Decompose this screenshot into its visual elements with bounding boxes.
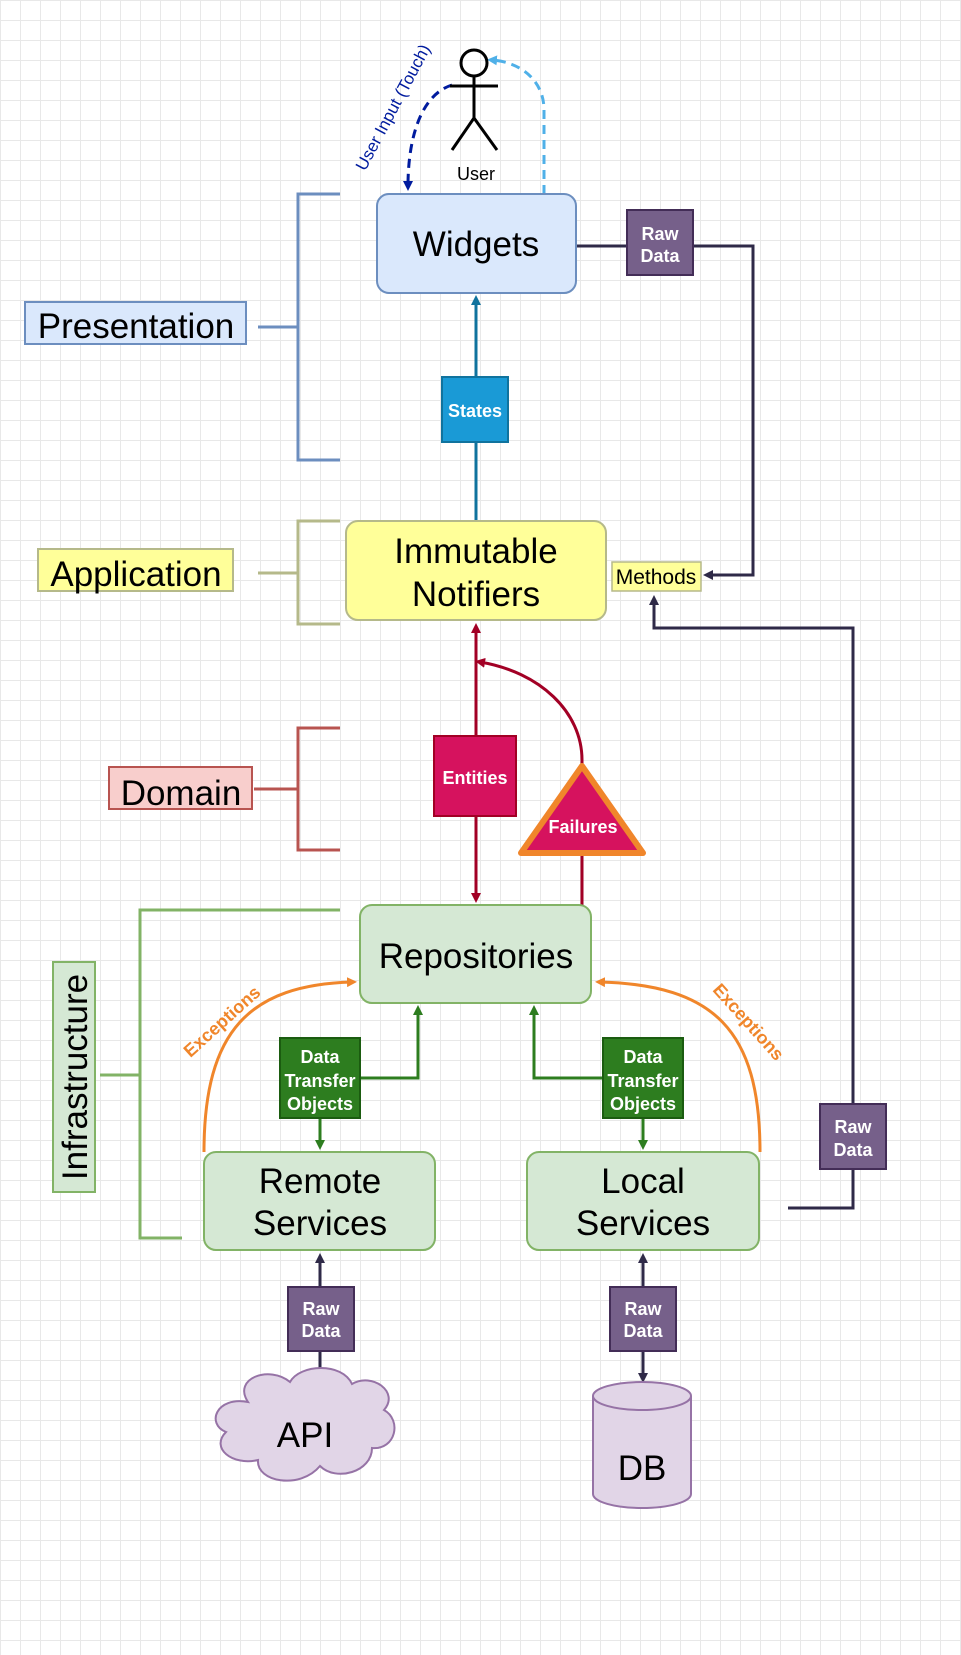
dto-label-line3: Objects xyxy=(287,1094,353,1114)
remote-services-label-line2: Services xyxy=(253,1204,387,1243)
application-label-text: Application xyxy=(50,555,221,594)
dto-label-line2: Transfer xyxy=(284,1071,355,1091)
widgets-raw-data-tag: Raw Data xyxy=(626,209,694,276)
raw-data-label-line1: Raw xyxy=(641,224,679,244)
infrastructure-bracket xyxy=(100,908,340,1240)
domain-label-text: Domain xyxy=(121,774,242,813)
domain-bracket xyxy=(254,726,340,852)
raw-data-label-line1: Raw xyxy=(302,1299,340,1319)
entities-tag: Entities xyxy=(433,735,517,817)
raw-data-label-line2: Data xyxy=(640,246,680,266)
api-cloud: API xyxy=(214,1367,396,1482)
notifiers-label-line1: Immutable xyxy=(394,532,557,571)
states-tag: States xyxy=(441,376,509,443)
exceptions-left-line xyxy=(202,977,357,1153)
local-dto-up-line xyxy=(529,1005,603,1080)
infrastructure-layer-label: Infrastructure xyxy=(52,961,96,1193)
local-dto-tag: Data Transfer Objects xyxy=(602,1037,684,1119)
repositories-node: Repositories xyxy=(359,904,592,1004)
dto-label-line3: Objects xyxy=(610,1094,676,1114)
entities-label: Entities xyxy=(442,768,507,788)
local-to-methods-line xyxy=(649,595,855,1210)
failures-label: Failures xyxy=(548,817,617,837)
application-bracket xyxy=(258,519,340,626)
raw-data-label-line2: Data xyxy=(623,1321,663,1341)
failures-tag: Failures xyxy=(518,763,646,856)
immutable-notifiers-node: Immutable Notifiers xyxy=(345,520,607,621)
states-label: States xyxy=(448,401,502,421)
local-services-label-line1: Local xyxy=(601,1162,685,1201)
user-input-label: User Input (Touch) xyxy=(352,41,434,173)
raw-data-label-line2: Data xyxy=(301,1321,341,1341)
local-services-node: Local Services xyxy=(526,1151,760,1251)
api-raw-data-tag: Raw Data xyxy=(287,1286,355,1352)
user-label: User xyxy=(457,164,495,184)
db-raw-data-tag: Raw Data xyxy=(609,1286,677,1352)
db-label: DB xyxy=(618,1449,667,1488)
widgets-label: Widgets xyxy=(413,225,539,264)
presentation-label-text: Presentation xyxy=(38,307,235,346)
presentation-bracket xyxy=(258,192,340,462)
dto-label-line2: Transfer xyxy=(607,1071,678,1091)
repositories-label: Repositories xyxy=(379,937,574,976)
dto-label-line1: Data xyxy=(623,1047,663,1067)
remote-services-node: Remote Services xyxy=(203,1151,436,1251)
api-label: API xyxy=(277,1416,333,1455)
user-actor-icon xyxy=(450,48,499,151)
failures-flow-line xyxy=(475,657,584,905)
remote-dto-tag: Data Transfer Objects xyxy=(279,1037,361,1119)
user-input-arrow xyxy=(403,83,453,191)
local-raw-data-tag: Raw Data xyxy=(819,1103,887,1170)
raw-data-label-line1: Raw xyxy=(834,1117,872,1137)
exceptions-right-line xyxy=(595,977,762,1153)
application-layer-label: Application xyxy=(37,548,234,594)
infrastructure-label-text: Infrastructure xyxy=(56,974,95,1180)
raw-data-label-line2: Data xyxy=(833,1140,873,1160)
methods-tag: Methods xyxy=(611,561,702,592)
raw-data-label-line1: Raw xyxy=(624,1299,662,1319)
dto-label-line1: Data xyxy=(300,1047,340,1067)
remote-dto-up-line xyxy=(360,1005,423,1080)
notifiers-label-line2: Notifiers xyxy=(412,575,540,614)
db-cylinder: DB xyxy=(592,1381,692,1509)
local-services-label-line2: Services xyxy=(576,1204,710,1243)
user-feedback-arrow xyxy=(487,55,546,194)
presentation-layer-label: Presentation xyxy=(24,301,247,346)
widgets-node: Widgets xyxy=(376,193,577,294)
remote-services-label-line1: Remote xyxy=(259,1162,382,1201)
domain-layer-label: Domain xyxy=(108,766,253,813)
methods-label: Methods xyxy=(616,566,697,589)
